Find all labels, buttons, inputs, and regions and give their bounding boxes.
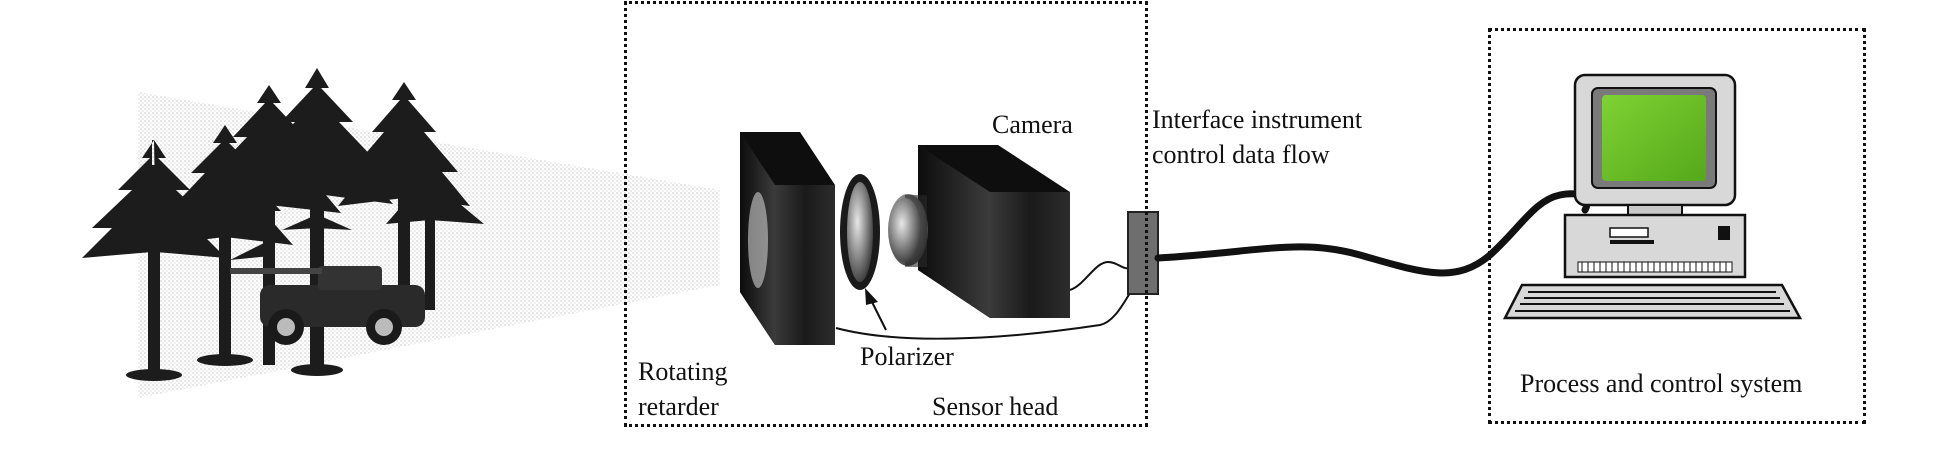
vehicle-icon	[230, 266, 425, 345]
polarizer-icon	[840, 174, 880, 290]
computer-icon	[1502, 73, 1803, 320]
interface-instrument-box	[1127, 211, 1159, 295]
retarder-label-line2: retarder	[638, 392, 719, 421]
tree-icon	[386, 150, 484, 310]
polarizer-pointer-arrow	[865, 288, 887, 331]
sensor-cables	[835, 260, 1133, 340]
interface-label-line2: control data flow	[1152, 140, 1330, 169]
sensor-head-label: Sensor head	[932, 392, 1059, 421]
rotating-retarder-icon	[740, 132, 835, 345]
interface-label-line1: Interface instrument	[1152, 105, 1363, 134]
retarder-label-line1: Rotating	[638, 357, 728, 386]
data-cable	[1154, 190, 1591, 277]
camera-label: Camera	[992, 110, 1073, 139]
process-system-label: Process and control system	[1520, 369, 1803, 398]
polarizer-label: Polarizer	[860, 342, 954, 371]
camera-icon	[888, 145, 1070, 318]
sensor-head-box	[624, 1, 1148, 427]
process-control-box	[1488, 28, 1866, 424]
